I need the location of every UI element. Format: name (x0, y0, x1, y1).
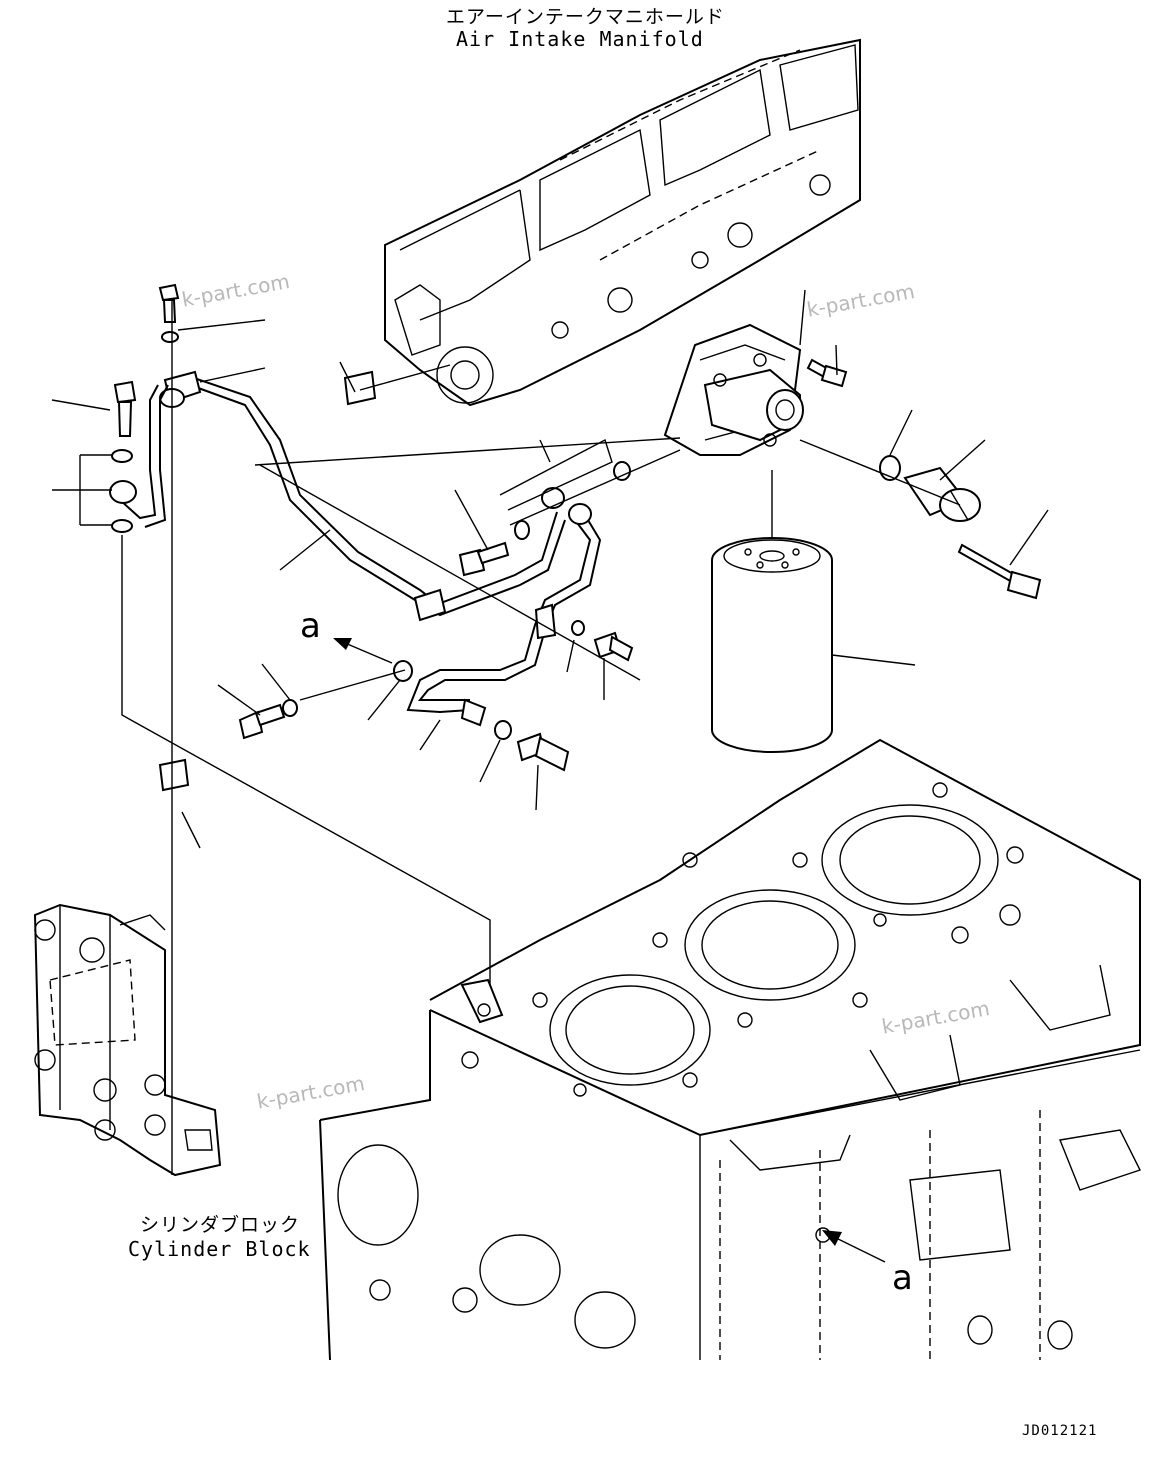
oil-filter-cartridge (711, 470, 833, 753)
long-bolt (957, 543, 1042, 600)
reference-arrows (333, 638, 886, 1263)
manifold-label-jp: エアーインテークマニホールド (446, 6, 725, 28)
bracket (33, 903, 222, 1177)
drawing-code: JD012121 (1022, 1423, 1098, 1439)
plug-assembly (879, 455, 981, 522)
reference-a-lower: a (892, 1258, 913, 1298)
bolt-filter-head (806, 358, 848, 388)
fittings-left (111, 283, 634, 792)
air-intake-manifold (384, 38, 861, 407)
leader-lines (51, 289, 1049, 1175)
filter-head (663, 323, 804, 456)
cylinder-block (319, 738, 1141, 1361)
reference-a-upper: a (300, 606, 321, 646)
block-label-en: Cylinder Block (128, 1237, 311, 1261)
manifold-label-en: Air Intake Manifold (456, 27, 704, 51)
oil-tube-left (109, 384, 169, 528)
block-label-jp: シリンダブロック (140, 1214, 301, 1236)
oil-tube-upper (159, 370, 566, 622)
